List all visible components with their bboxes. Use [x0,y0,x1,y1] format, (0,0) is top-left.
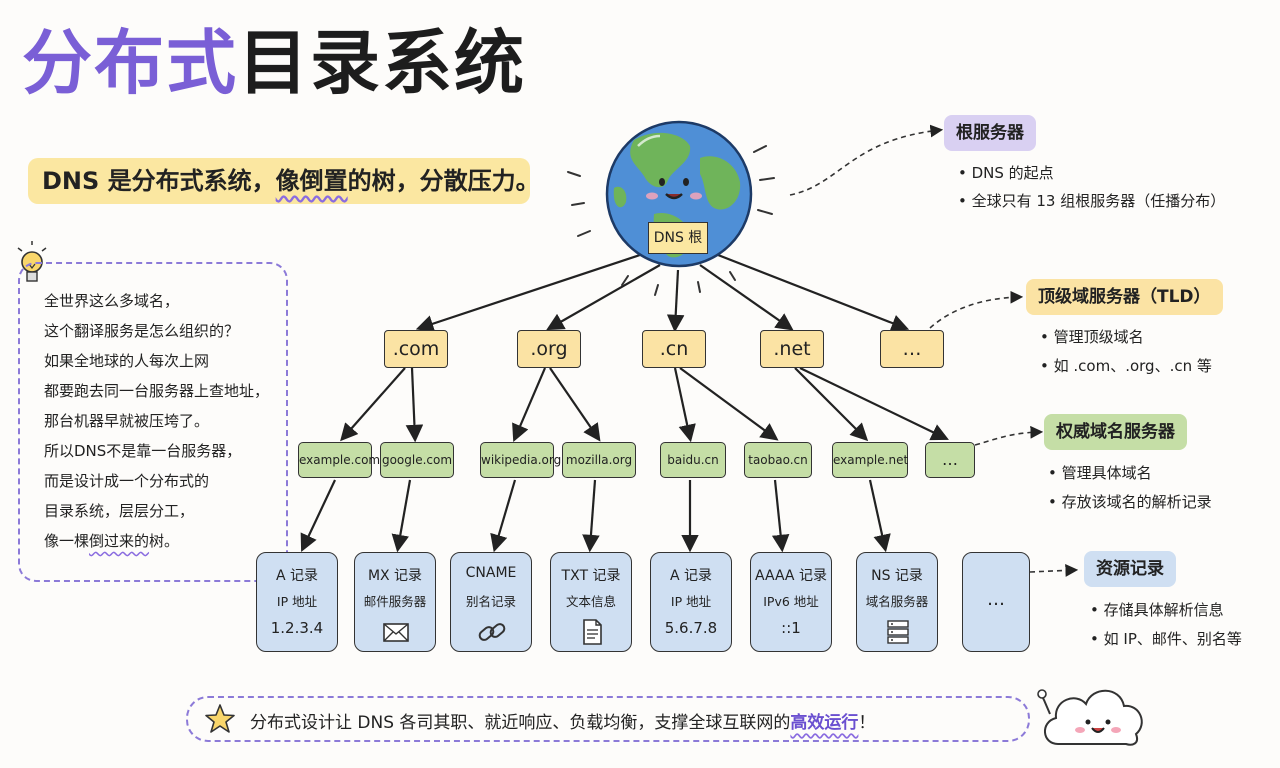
note-line: 这个翻译服务是怎么组织的？ [44,322,240,340]
side-item: • 全球只有 13 组根服务器（任播分布） [958,192,1226,210]
record-card: MX 记录 邮件服务器 [354,552,436,652]
link-icon [478,623,506,641]
record-value: 5.6.7.8 [664,619,718,637]
record-type: A 记录 [275,568,319,584]
domain-node: mozilla.org [562,442,636,478]
tld-node: … [880,330,944,368]
side-item-text: 管理具体域名 [1061,464,1152,482]
record-desc: 邮件服务器 [363,594,427,609]
note-last-pre: 像一棵 [44,532,90,550]
document-icon [583,619,602,645]
side-item-text: 存放该域名的解析记录 [1061,493,1212,511]
record-card: TXT 记录 文本信息 [550,552,632,652]
side-item-text: 全球只有 13 组根服务器（任播分布） [971,192,1226,210]
domain-node: example.com [298,442,380,478]
record-value: 1.2.3.4 [270,619,324,637]
page-title: 分布式目录系统 [22,28,526,98]
record-desc: IPv6 地址 [763,594,819,609]
title-part1: 分布式 [22,22,238,104]
tld-node: .net [760,330,824,368]
summary-banner [186,696,1030,742]
side-item-text: 如 .com、.org、.cn 等 [1053,357,1212,375]
tld-node: .com [384,330,448,368]
record-type: … [987,589,1005,610]
record-desc: IP 地址 [670,594,712,609]
record-desc: 别名记录 [465,594,516,609]
note-last-line: 像一棵倒过来的树。 [44,530,179,551]
domain-node: example.net [832,442,908,478]
domain-node: wikipedia.org [480,442,561,478]
note-line: 而是设计成一个分布式的 [44,472,210,490]
side-item: • 管理顶级域名 [1040,328,1144,346]
summary-highlight: 高效运行 [790,713,859,733]
side-title-res: 资源记录 [1084,551,1176,587]
cloud-mascot-icon [1037,689,1143,746]
side-item-text: 管理顶级域名 [1053,328,1144,346]
record-desc: IP 地址 [276,594,318,609]
side-item-text: DNS 的起点 [971,164,1054,182]
root-server-label: DNS 根 [648,222,708,254]
side-item-text: 存储具体解析信息 [1103,601,1224,619]
domain-node: google.com [380,442,454,478]
domain-node: baidu.cn [660,442,726,478]
record-card: A 记录 IP 地址 1.2.3.4 [256,552,338,652]
side-title-auth: 权威域名服务器 [1044,414,1187,450]
note-last-post: 树。 [149,532,180,550]
note-box [18,262,288,582]
summary-text: 分布式设计让 DNS 各司其职、就近响应、负载均衡，支撑全球互联网的高效运行！ [250,708,875,733]
side-item: • 如 IP、邮件、别名等 [1090,630,1242,648]
subtitle-banner: DNS 是分布式系统，像倒置的树，分散压力。 [28,158,540,204]
record-card: AAAA 记录 IPv6 地址 ::1 [750,552,832,652]
summary-pre: 分布式设计让 DNS 各司其职、就近响应、负载均衡，支撑全球互联网的 [250,713,791,733]
subtitle-post: 的树，分散压力。 [347,167,540,195]
record-type: AAAA 记录 [755,568,827,584]
record-card: CNAME 别名记录 [450,552,532,652]
side-title-root: 根服务器 [944,115,1036,151]
record-value: ::1 [781,619,801,637]
record-card: … [962,552,1030,652]
summary-post: ！ [858,713,876,733]
subtitle-highlight: 像倒置 [275,167,348,195]
star-icon [205,704,235,733]
note-last-highlight: 倒过来的 [89,532,150,550]
record-desc: 域名服务器 [865,594,929,609]
record-type: TXT 记录 [561,568,621,584]
side-title-tld: 顶级域服务器（TLD） [1026,279,1223,315]
server-icon [887,620,909,644]
tld-node: .org [517,330,581,368]
note-line: 所以DNS不是靠一台服务器， [44,442,242,460]
title-part2: 目录系统 [238,22,526,104]
domain-node: … [925,442,975,478]
tld-node: .cn [642,330,706,368]
record-type: MX 记录 [367,568,423,584]
side-item: • 存放该域名的解析记录 [1048,493,1212,511]
note-line: 那台机器早就被压垮了。 [44,412,210,430]
note-line: 目录系统，层层分工， [44,502,195,520]
side-item: • 如 .com、.org、.cn 等 [1040,357,1212,375]
note-line: 都要跑去同一台服务器上查地址， [44,382,270,400]
record-card: A 记录 IP 地址 5.6.7.8 [650,552,732,652]
record-type: CNAME [465,565,517,581]
side-item: • 管理具体域名 [1048,464,1152,482]
envelope-icon [383,623,409,642]
domain-node: taobao.cn [744,442,812,478]
note-line: 如果全地球的人每次上网 [44,352,210,370]
side-item: • 存储具体解析信息 [1090,601,1224,619]
side-item-text: 如 IP、邮件、别名等 [1103,630,1242,648]
side-item: • DNS 的起点 [958,164,1054,182]
record-type: A 记录 [669,568,713,584]
subtitle-pre: DNS 是分布式系统， [42,167,276,195]
note-line: 全世界这么多域名， [44,292,180,310]
record-card: NS 记录 域名服务器 [856,552,938,652]
record-type: NS 记录 [871,568,923,584]
record-desc: 文本信息 [565,594,616,609]
